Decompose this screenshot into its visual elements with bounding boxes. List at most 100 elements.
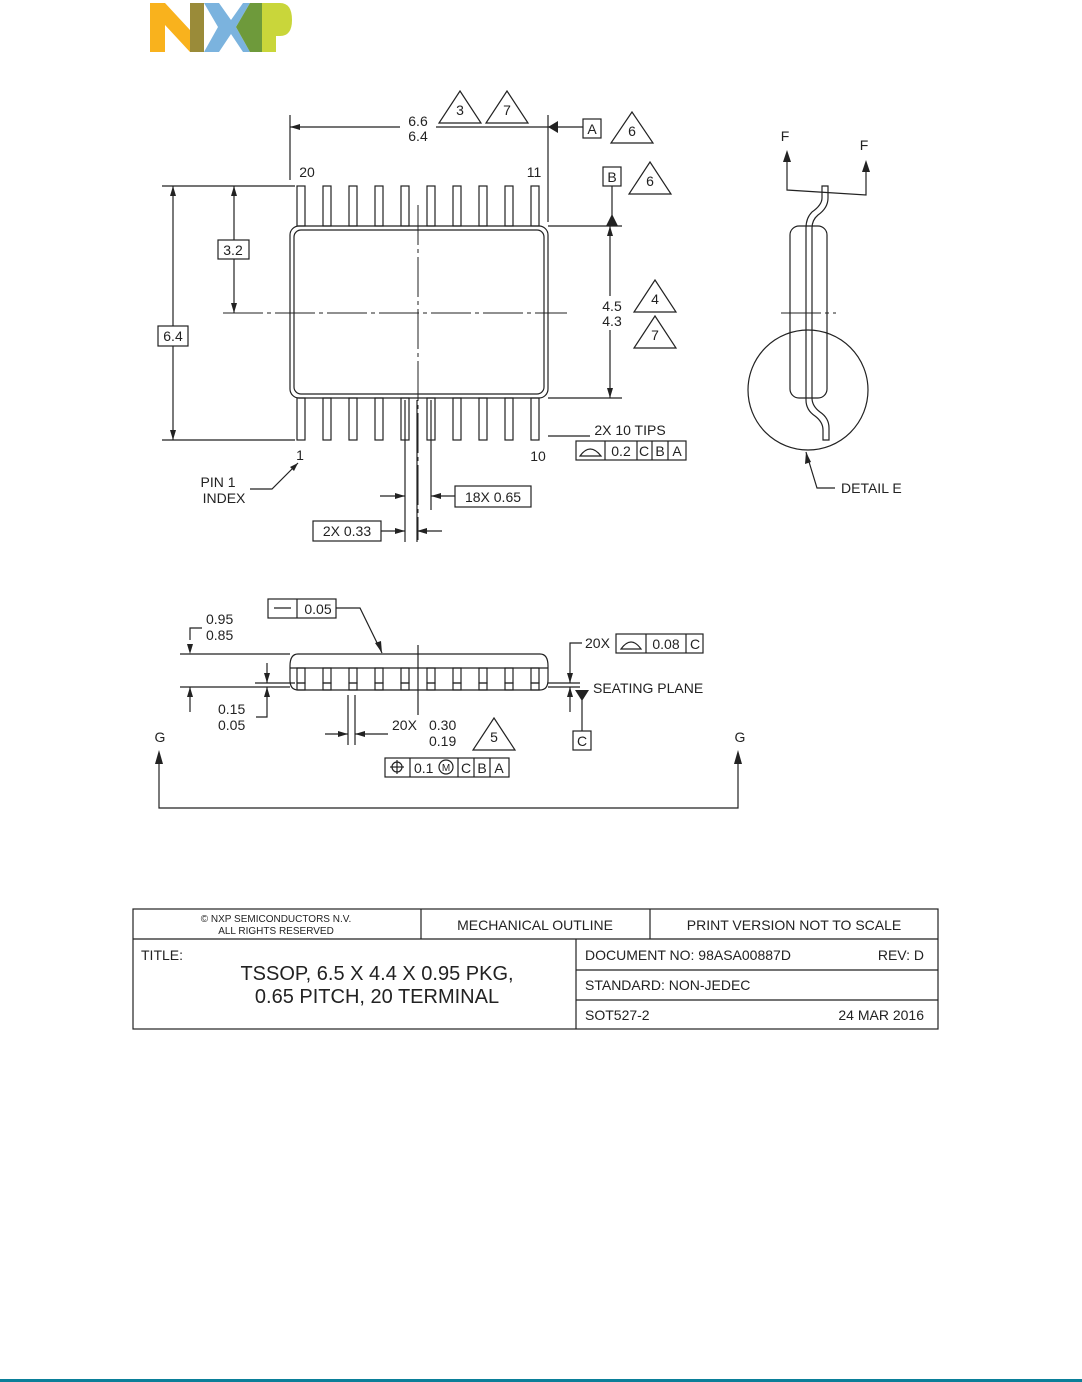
- datum-a: A: [587, 121, 597, 137]
- pin-1-label: 1: [296, 447, 304, 463]
- pitch-dim: 18X 0.65: [465, 489, 521, 505]
- profile-surface-icon: [619, 641, 643, 650]
- standard: STANDARD: NON-JEDEC: [585, 977, 750, 993]
- lead: [348, 682, 358, 691]
- width-max: 6.6: [408, 113, 428, 129]
- lead-width-min: 0.19: [429, 733, 456, 749]
- issue-date: 24 MAR 2016: [838, 1007, 924, 1023]
- position-datum-b: B: [477, 760, 486, 776]
- note-6a: 6: [628, 123, 636, 139]
- title-line-1: TSSOP, 6.5 X 4.4 X 0.95 PKG,: [240, 963, 513, 985]
- revision: REV: D: [878, 947, 924, 963]
- detail-e-label: DETAIL E: [841, 480, 902, 496]
- lead: [478, 397, 488, 441]
- note-5: 5: [490, 729, 498, 745]
- lead: [426, 185, 436, 227]
- lead: [426, 667, 436, 684]
- note-7: 7: [503, 102, 511, 118]
- lead: [322, 185, 332, 227]
- note-4: 4: [651, 291, 659, 307]
- lead: [530, 185, 540, 227]
- lead-width-max: 0.30: [429, 717, 456, 733]
- section-g-left: G: [155, 729, 166, 745]
- copyright-line-2: ALL RIGHTS RESERVED: [218, 926, 334, 937]
- tips-tolerance: 0.2: [611, 443, 631, 459]
- datum-b: B: [607, 169, 616, 185]
- datum-c: C: [577, 733, 587, 749]
- lead: [374, 667, 384, 684]
- pin-10-label: 10: [530, 448, 546, 464]
- lead: [452, 682, 462, 691]
- height-min: 4.3: [602, 313, 622, 329]
- lead: [530, 397, 540, 441]
- coplanarity-tolerance: 0.08: [652, 636, 679, 652]
- package-code: SOT527-2: [585, 1007, 650, 1023]
- lead: [504, 667, 514, 684]
- standoff-min: 0.05: [218, 717, 245, 733]
- mmc-modifier: M: [442, 763, 450, 774]
- title-block: © NXP SEMICONDUCTORS N.V. ALL RIGHTS RES…: [132, 908, 939, 1030]
- note-triangle-7: [484, 89, 530, 124]
- lead: [348, 185, 358, 227]
- side-pins: [296, 667, 540, 691]
- note-7b: 7: [651, 327, 659, 343]
- print-note: PRINT VERSION NOT TO SCALE: [687, 917, 901, 933]
- lead: [452, 185, 462, 227]
- lead: [296, 397, 306, 441]
- lead: [530, 667, 540, 684]
- tips-datum-a: A: [672, 443, 682, 459]
- footer-rule: [0, 1379, 1082, 1382]
- side-height-max: 0.95: [206, 611, 233, 627]
- section-g-right: G: [735, 729, 746, 745]
- lead: [426, 682, 436, 691]
- end-view: F F DETAIL E: [747, 128, 902, 496]
- section-f-left: F: [781, 128, 790, 144]
- lead: [348, 667, 358, 684]
- lead-width-prefix: 20X: [392, 717, 418, 733]
- position-datum-c: C: [461, 760, 471, 776]
- title-line-2: 0.65 PITCH, 20 TERMINAL: [255, 986, 499, 1008]
- copyright-line-1: © NXP SEMICONDUCTORS N.V.: [201, 914, 352, 925]
- mechanical-outline-label: MECHANICAL OUTLINE: [457, 917, 613, 933]
- lead: [400, 667, 410, 684]
- pin1-index-label: INDEX: [203, 490, 246, 506]
- lead: [322, 397, 332, 441]
- tips-label: 2X 10 TIPS: [594, 422, 665, 438]
- note-3: 3: [456, 102, 464, 118]
- coplanarity-prefix: 20X: [585, 635, 611, 651]
- note-6b: 6: [646, 173, 654, 189]
- lead: [322, 667, 332, 684]
- position-datum-a: A: [494, 760, 504, 776]
- section-f-right: F: [860, 137, 869, 153]
- top-view: 6.6 6.4 3 7 A 6 B 6 20 11 1 10 6.4 3.2: [157, 89, 687, 542]
- end-width-dim: 2X 0.33: [323, 523, 371, 539]
- position-tolerance: 0.1: [414, 760, 434, 776]
- title-label: TITLE:: [141, 947, 183, 963]
- pin-11-label: 11: [527, 164, 542, 180]
- document-number: DOCUMENT NO: 98ASA00887D: [585, 947, 791, 963]
- lead: [296, 682, 306, 691]
- coplanarity-datum: C: [690, 636, 700, 652]
- seating-plane-label: SEATING PLANE: [593, 680, 703, 696]
- lead: [400, 682, 410, 691]
- lead: [478, 682, 488, 691]
- lead: [452, 397, 462, 441]
- dim-6-4: 6.4: [163, 328, 183, 344]
- lead: [530, 682, 540, 691]
- tips-datum-c: C: [639, 443, 649, 459]
- lead: [374, 682, 384, 691]
- pin1-label: PIN 1: [200, 474, 235, 490]
- position-icon: [390, 760, 404, 774]
- lead: [296, 185, 306, 227]
- dim-3-2: 3.2: [223, 242, 243, 258]
- lead: [374, 185, 384, 227]
- profile-surface-icon: [578, 448, 603, 457]
- lead: [348, 397, 358, 441]
- lead: [478, 185, 488, 227]
- lead: [504, 397, 514, 441]
- lead: [478, 667, 488, 684]
- side-height-min: 0.85: [206, 627, 233, 643]
- lead: [296, 667, 306, 684]
- flatness-tolerance: 0.05: [304, 601, 331, 617]
